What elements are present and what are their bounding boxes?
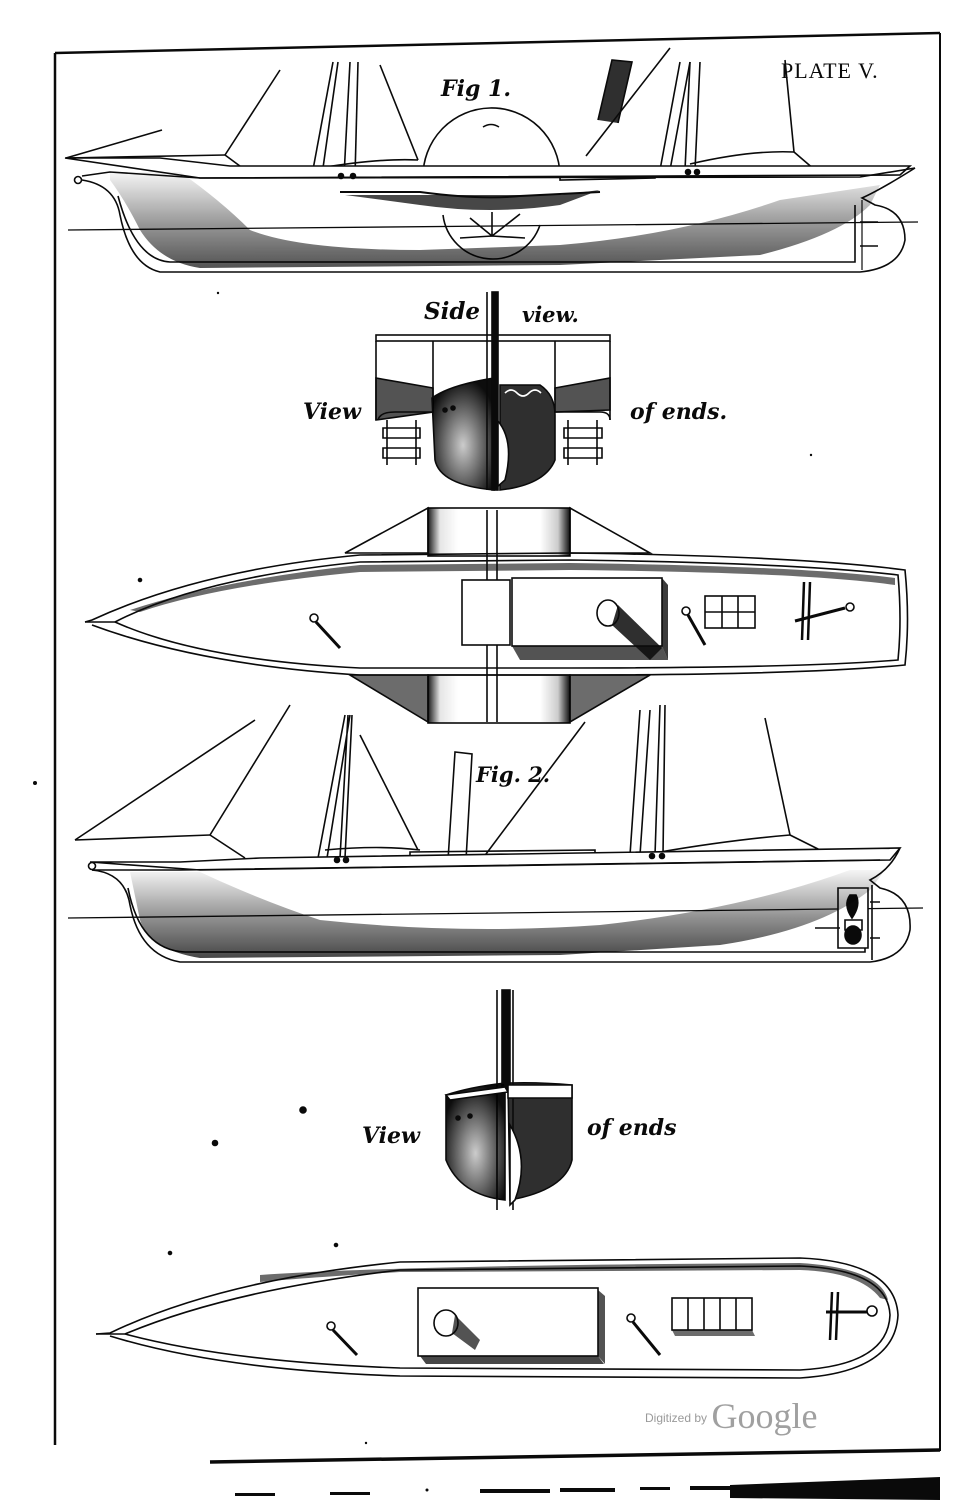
scan-noise xyxy=(235,1477,940,1500)
fig2-end-view xyxy=(211,989,573,1210)
watermark-brand: Google xyxy=(711,1396,818,1436)
watermark-prefix: Digitized by xyxy=(645,1411,708,1425)
fig1-hull-shading xyxy=(110,172,880,268)
side-view-caption-word-view: view. xyxy=(522,302,579,327)
scan-specks xyxy=(33,291,813,1445)
fig2-hull-shading xyxy=(130,870,885,958)
fig2-view-of-ends-left-caption: View xyxy=(362,1123,420,1149)
figure-2-label: Fig. 2. xyxy=(476,762,551,787)
fig1-view-of-ends-right-caption: of ends. xyxy=(630,399,728,425)
plate-title: PLATE V. xyxy=(781,58,879,83)
digitized-by-watermark: Digitized by Google xyxy=(645,1395,817,1437)
fig2-view-of-ends-right-caption: of ends xyxy=(587,1115,677,1141)
figure-1-label: Fig 1. xyxy=(441,76,511,102)
fig1-deck-plan xyxy=(84,506,909,724)
plate-frame xyxy=(53,31,941,1464)
side-view-caption-word-side: Side xyxy=(424,298,481,325)
fig1-view-of-ends-left-caption: View xyxy=(303,399,361,425)
fig1-end-views xyxy=(375,291,611,491)
fig2-deck-plan xyxy=(95,1242,899,1379)
